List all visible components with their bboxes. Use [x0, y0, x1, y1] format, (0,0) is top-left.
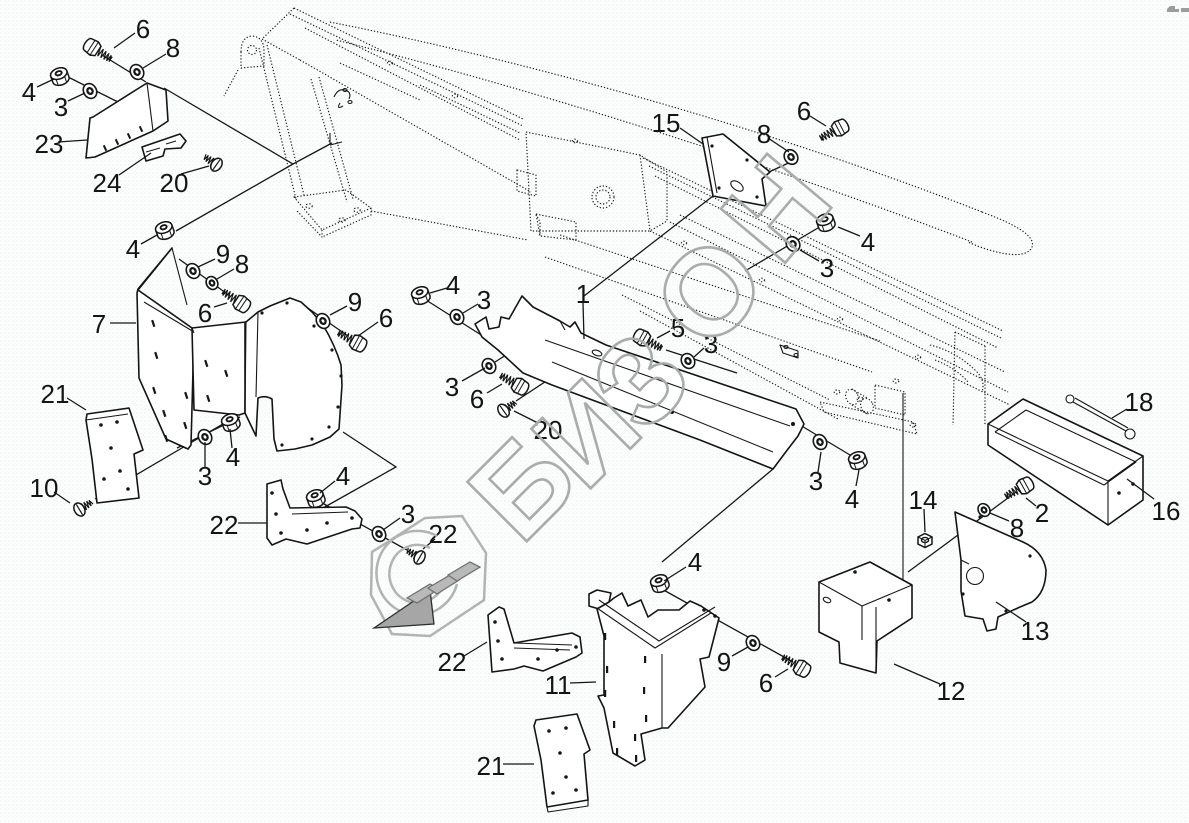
svg-text:9: 9 [717, 647, 731, 677]
svg-text:15: 15 [652, 108, 681, 138]
svg-text:3: 3 [401, 499, 415, 529]
svg-text:22: 22 [438, 647, 467, 677]
svg-text:7: 7 [92, 309, 106, 339]
svg-text:1: 1 [576, 279, 590, 309]
svg-text:3: 3 [54, 92, 68, 122]
svg-text:11: 11 [545, 670, 572, 700]
svg-text:8: 8 [757, 119, 771, 149]
svg-text:12: 12 [937, 676, 966, 706]
svg-text:4: 4 [845, 484, 859, 514]
svg-text:6: 6 [797, 96, 811, 126]
svg-text:3: 3 [198, 461, 212, 491]
svg-text:3: 3 [820, 253, 834, 283]
svg-text:6: 6 [379, 303, 393, 333]
svg-text:4: 4 [446, 270, 460, 300]
svg-text:6: 6 [470, 384, 484, 414]
svg-text:6: 6 [136, 14, 150, 44]
svg-text:3: 3 [477, 285, 491, 315]
svg-text:23: 23 [35, 129, 64, 159]
svg-text:14: 14 [909, 485, 938, 515]
svg-text:21: 21 [477, 751, 506, 781]
svg-text:8: 8 [1010, 513, 1024, 543]
svg-text:16: 16 [1152, 496, 1181, 526]
svg-text:13: 13 [1021, 616, 1050, 646]
svg-text:4: 4 [226, 442, 240, 472]
svg-text:4: 4 [22, 77, 36, 107]
svg-text:3: 3 [445, 372, 459, 402]
svg-text:8: 8 [166, 33, 180, 63]
svg-text:2: 2 [1035, 498, 1049, 528]
svg-text:20: 20 [160, 168, 189, 198]
svg-text:4: 4 [336, 461, 350, 491]
svg-text:21: 21 [41, 379, 70, 409]
svg-text:4: 4 [126, 234, 140, 264]
svg-text:3: 3 [704, 329, 718, 359]
svg-text:6: 6 [759, 668, 773, 698]
svg-text:10: 10 [30, 473, 59, 503]
svg-text:5: 5 [671, 313, 685, 343]
svg-text:4: 4 [688, 547, 702, 577]
svg-text:9: 9 [348, 287, 362, 317]
svg-text:20: 20 [534, 415, 563, 445]
svg-text:9: 9 [216, 239, 230, 269]
svg-text:22: 22 [210, 510, 239, 540]
svg-text:8: 8 [235, 249, 249, 279]
svg-text:6: 6 [198, 298, 212, 328]
svg-text:24: 24 [93, 168, 122, 198]
svg-text:4: 4 [861, 227, 875, 257]
svg-text:18: 18 [1125, 387, 1154, 417]
svg-text:3: 3 [809, 466, 823, 496]
